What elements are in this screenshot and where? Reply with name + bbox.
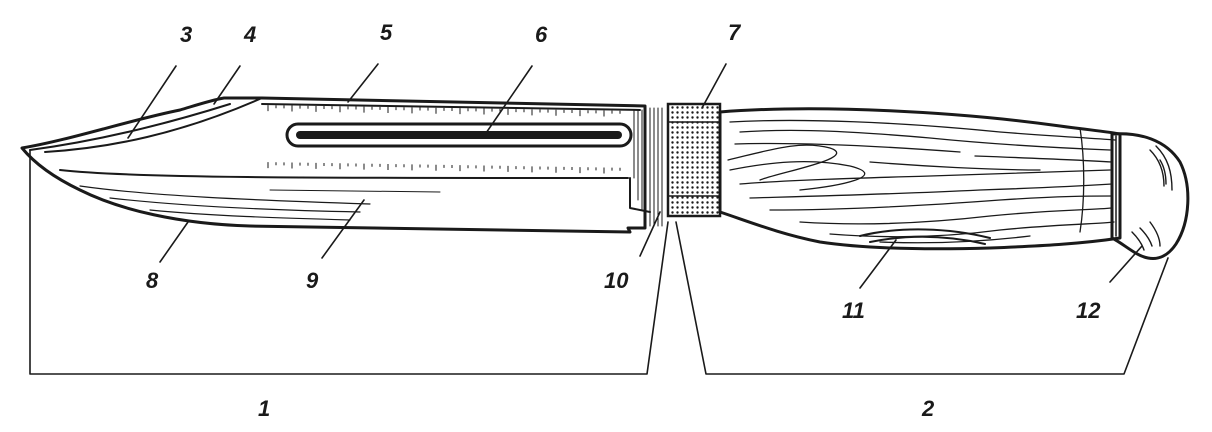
label-pommel: 12 [1076, 298, 1101, 323]
label-cutting-edge: 8 [146, 268, 159, 293]
blade-shade-4 [269, 189, 441, 193]
label-blade: 1 [258, 396, 270, 421]
blade-outline [20, 96, 647, 234]
label-guard-ring: 7 [728, 20, 742, 45]
label-tip-bevel: 3 [180, 22, 192, 47]
grip-outline [718, 107, 1122, 251]
label-handle: 2 [921, 396, 935, 421]
false-edge-line [44, 97, 263, 153]
label-spine: 5 [380, 20, 393, 45]
blade-bracket [29, 149, 669, 375]
grain-shadow [859, 228, 991, 245]
spine-line [261, 103, 641, 111]
blade-shade-3 [149, 209, 351, 221]
label-blade-flat: 9 [306, 268, 319, 293]
label-fuller: 6 [535, 22, 548, 47]
ricasso-hatching [633, 107, 663, 227]
pommel-outline [1110, 132, 1190, 260]
label-false-edge: 4 [243, 22, 256, 47]
handle-bracket [675, 221, 1169, 375]
label-grip: 11 [842, 298, 865, 323]
blade-shade-1 [79, 185, 371, 205]
pommel [1110, 132, 1190, 260]
tip-bevel-line [29, 103, 231, 151]
blade [20, 96, 663, 234]
fuller-inner [296, 131, 622, 139]
pommel-shading [1131, 145, 1173, 251]
leader-lines [127, 63, 1143, 289]
guard-ring [666, 102, 722, 218]
spine-tick-marks [267, 105, 621, 174]
wood-grain [727, 119, 1116, 244]
ricasso-step [629, 177, 651, 213]
grip [718, 107, 1122, 251]
part-labels: 1 2 3 4 5 6 7 8 9 10 11 12 [146, 20, 1101, 421]
grind-line [59, 169, 629, 179]
blade-shade-2 [109, 197, 361, 213]
label-ricasso: 10 [604, 268, 629, 293]
